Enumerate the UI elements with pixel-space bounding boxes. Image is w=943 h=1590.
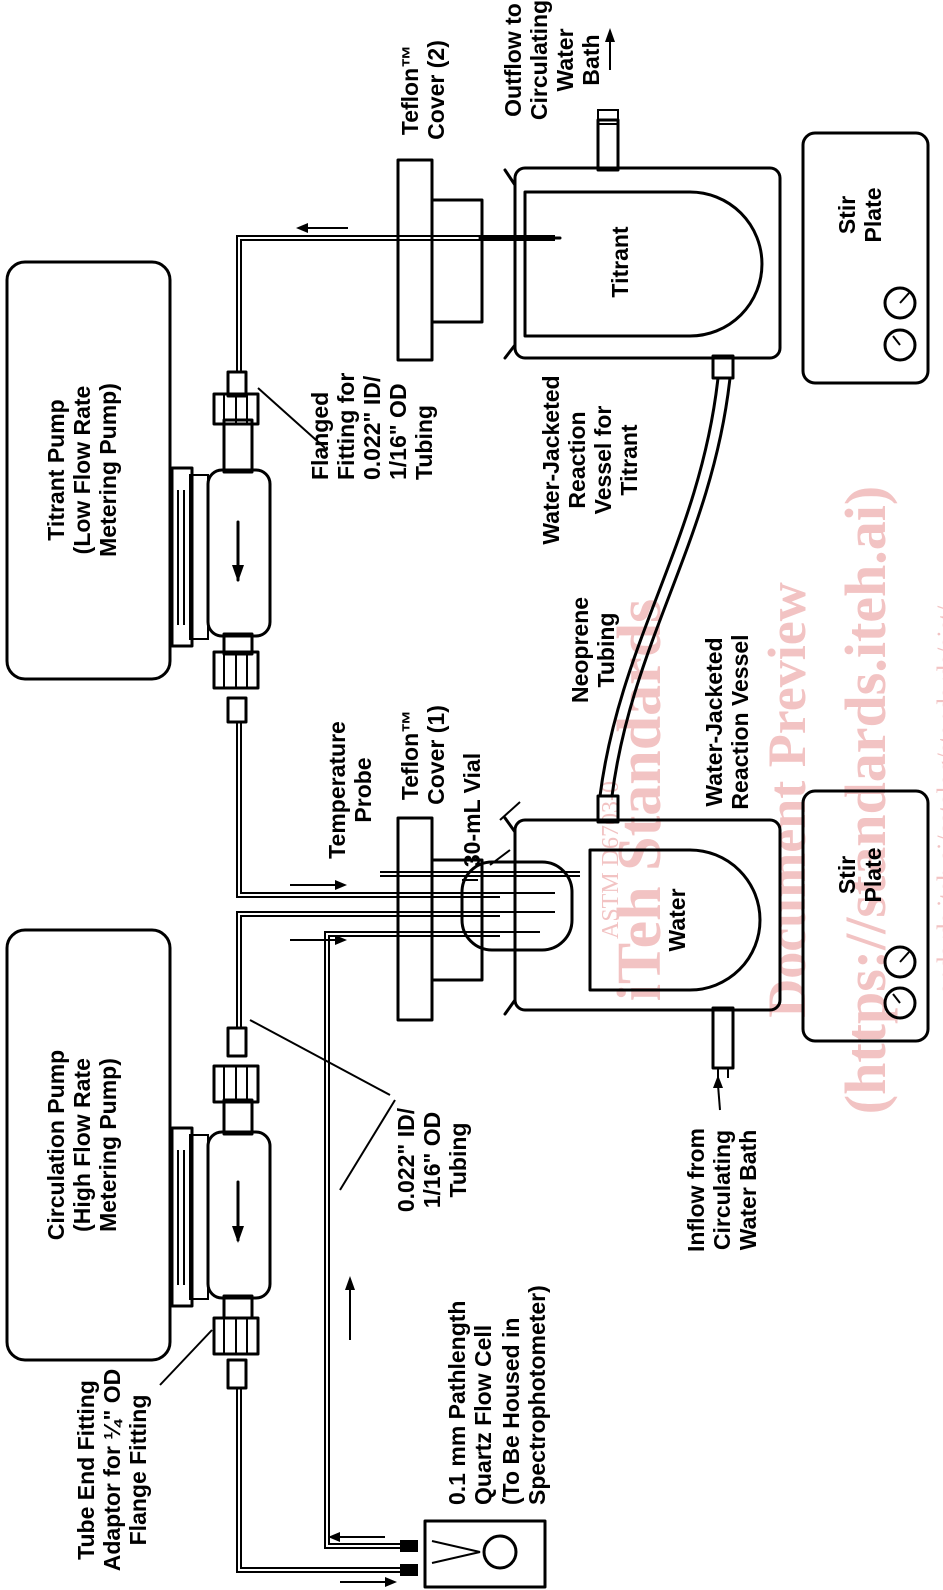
svg-text:Water-Jacketed: Water-Jacketed [701,637,727,806]
temperature-probe-label: Temperature Probe [324,721,376,859]
watermark-line-4: ASTM D6703-0 [598,781,624,939]
svg-text:Plate: Plate [860,188,886,243]
svg-text:Bath: Bath [578,34,604,85]
svg-text:Circulation Pump: Circulation Pump [43,1050,69,1240]
svg-text:Tubing: Tubing [411,405,437,480]
svg-text:0.022" ID/: 0.022" ID/ [359,375,385,480]
teflon-cover-2-label: Teflon™ Cover (2) [397,40,449,140]
reaction-vessel-label: Water-Jacketed Reaction Vessel [701,634,753,809]
flanged-fitting-label: Flanged Fitting for 0.022" ID/ 1/16" OD … [307,373,437,480]
svg-text:Tube End Fitting: Tube End Fitting [73,1380,99,1560]
neoprene-tubing-label: Neoprene Tubing [567,597,619,703]
svg-text:30-mL Vial: 30-mL Vial [459,753,485,867]
svg-text:Teflon™: Teflon™ [397,45,423,135]
svg-text:Adaptor for ¼" OD: Adaptor for ¼" OD [99,1369,125,1572]
flow-cell-label: 0.1 mm Pathlength Quartz Flow Cell (To B… [444,1285,550,1505]
watermark: iTeh Standards (https://standards.iteh.a… [598,486,943,1114]
svg-text:Titrant: Titrant [607,226,633,297]
stir-plate-1-label: Stir Plate [834,188,886,243]
svg-text:0.022" ID/: 0.022" ID/ [393,1107,419,1212]
svg-text:1/16" OD: 1/16" OD [385,383,411,480]
vial-label: 30-mL Vial [459,753,485,867]
svg-text:Reaction: Reaction [564,411,590,508]
svg-text:Metering Pump): Metering Pump) [95,383,121,557]
svg-text:(To Be Housed in: (To Be Housed in [498,1318,524,1505]
svg-text:Vessel for: Vessel for [590,406,616,515]
titrant-pump-head [172,372,270,722]
svg-text:Cover (2): Cover (2) [423,40,449,140]
svg-text:Stir: Stir [834,856,860,894]
inflow-label: Inflow from Circulating Water Bath [683,1128,761,1252]
outflow-label: Outflow to Circulating Water Bath [500,0,604,120]
svg-text:Tubing: Tubing [593,613,619,688]
svg-text:Plate: Plate [860,848,886,903]
svg-text:Flange Fitting: Flange Fitting [125,1395,151,1546]
svg-text:Titrant: Titrant [616,424,642,495]
svg-text:Water Bath: Water Bath [735,1130,761,1251]
svg-text:Fitting for: Fitting for [333,373,359,480]
outflow-pipe [598,110,618,124]
teflon-cover-2 [398,160,482,360]
stir-plate-1 [803,133,928,383]
svg-text:Circulating: Circulating [709,1130,735,1250]
svg-text:Flanged: Flanged [307,392,333,480]
svg-text:Water: Water [664,888,690,951]
quartz-flow-cell [400,1521,545,1587]
reaction-vessel-titrant-label: Water-Jacketed Reaction Vessel for Titra… [538,375,642,544]
watermark-line-2: (https://standards.iteh.ai) [833,486,898,1114]
svg-text:Teflon™: Teflon™ [397,710,423,800]
svg-text:Stir: Stir [834,196,860,234]
svg-text:Neoprene: Neoprene [567,597,593,703]
svg-text:Metering Pump): Metering Pump) [95,1058,121,1232]
svg-text:Outflow to: Outflow to [500,3,526,117]
svg-text:Tubing: Tubing [445,1123,471,1198]
titrant-pump-label: Titrant Pump (Low Flow Rate Metering Pum… [43,383,121,557]
svg-text:Titrant Pump: Titrant Pump [43,399,69,540]
svg-text:Circulating: Circulating [526,0,552,120]
svg-text:Reaction Vessel: Reaction Vessel [727,634,753,809]
titrant-label: Titrant [607,226,633,297]
svg-text:Quartz Flow Cell: Quartz Flow Cell [470,1325,496,1505]
svg-text:Spectrophotometer): Spectrophotometer) [524,1285,550,1505]
svg-text:Cover (1): Cover (1) [423,705,449,805]
watermark-line-5: andards.iteh.ai/catalog/standards/sist/ [932,605,943,994]
circulation-pump-label: Circulation Pump (High Flow Rate Meterin… [43,1050,121,1240]
tube-end-fitting-label: Tube End Fitting Adaptor for ¼" OD Flang… [73,1369,151,1572]
svg-text:Inflow from: Inflow from [683,1128,709,1252]
svg-text:(High Flow Rate: (High Flow Rate [69,1058,95,1232]
teflon-cover-1-label: Teflon™ Cover (1) [397,705,449,805]
watermark-line-3: Document Preview [757,582,817,1017]
water-label: Water [664,888,690,951]
svg-text:0.1 mm Pathlength: 0.1 mm Pathlength [444,1301,470,1505]
circulation-pump-head [172,1028,270,1388]
svg-text:1/16" OD: 1/16" OD [419,1112,445,1209]
svg-text:Temperature: Temperature [324,721,350,859]
svg-text:Probe: Probe [350,757,376,822]
svg-text:(Low Flow Rate: (Low Flow Rate [69,386,95,555]
svg-text:Water: Water [552,28,578,91]
svg-text:Water-Jacketed: Water-Jacketed [538,375,564,544]
tubing-label: 0.022" ID/ 1/16" OD Tubing [393,1107,471,1212]
